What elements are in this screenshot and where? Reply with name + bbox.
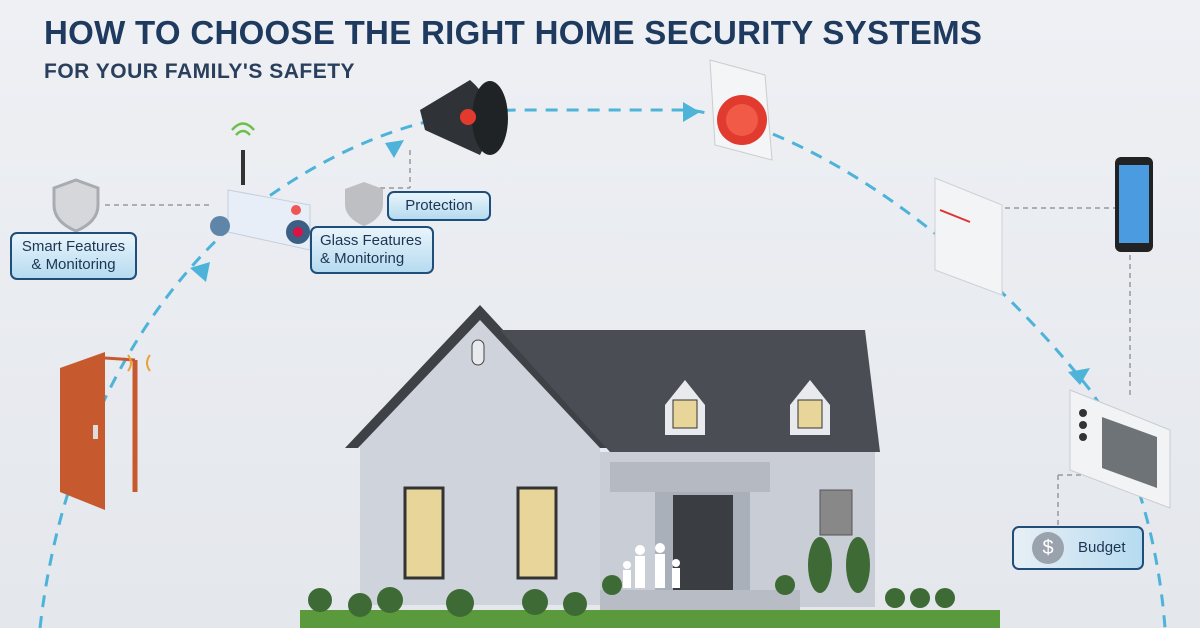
door-icon bbox=[60, 352, 151, 510]
family-icon bbox=[623, 543, 680, 588]
smartphone-icon bbox=[1115, 157, 1153, 252]
control-panel-icon bbox=[1069, 389, 1171, 509]
alarm-bell-icon bbox=[709, 59, 773, 161]
label-glass-features: Glass Features & Monitoring bbox=[310, 226, 434, 274]
connector-lines bbox=[105, 150, 1131, 525]
siren-icon bbox=[420, 80, 508, 155]
motion-sensor-icon bbox=[934, 177, 1003, 296]
page-subtitle: FOR YOUR FAMILY'S SAFETY bbox=[44, 60, 356, 83]
label-budget: $ Budget bbox=[1012, 526, 1144, 570]
camera-icon bbox=[210, 122, 311, 251]
arrow-head bbox=[190, 262, 210, 282]
shield-icon bbox=[52, 178, 100, 233]
page-title: HOW TO CHOOSE THE RIGHT HOME SECURITY SY… bbox=[44, 14, 983, 51]
label-smart-features: Smart Features & Monitoring bbox=[10, 232, 137, 280]
connection-arc bbox=[38, 108, 1167, 628]
house-illustration bbox=[300, 305, 1000, 628]
dollar-icon: $ bbox=[1032, 532, 1064, 564]
label-protection: Protection bbox=[387, 191, 491, 221]
arrow-head bbox=[1068, 368, 1090, 385]
arrow-head bbox=[683, 102, 700, 122]
shield-icon bbox=[345, 182, 383, 226]
label-budget-text: Budget bbox=[1078, 539, 1126, 556]
arrow-head bbox=[385, 140, 404, 158]
